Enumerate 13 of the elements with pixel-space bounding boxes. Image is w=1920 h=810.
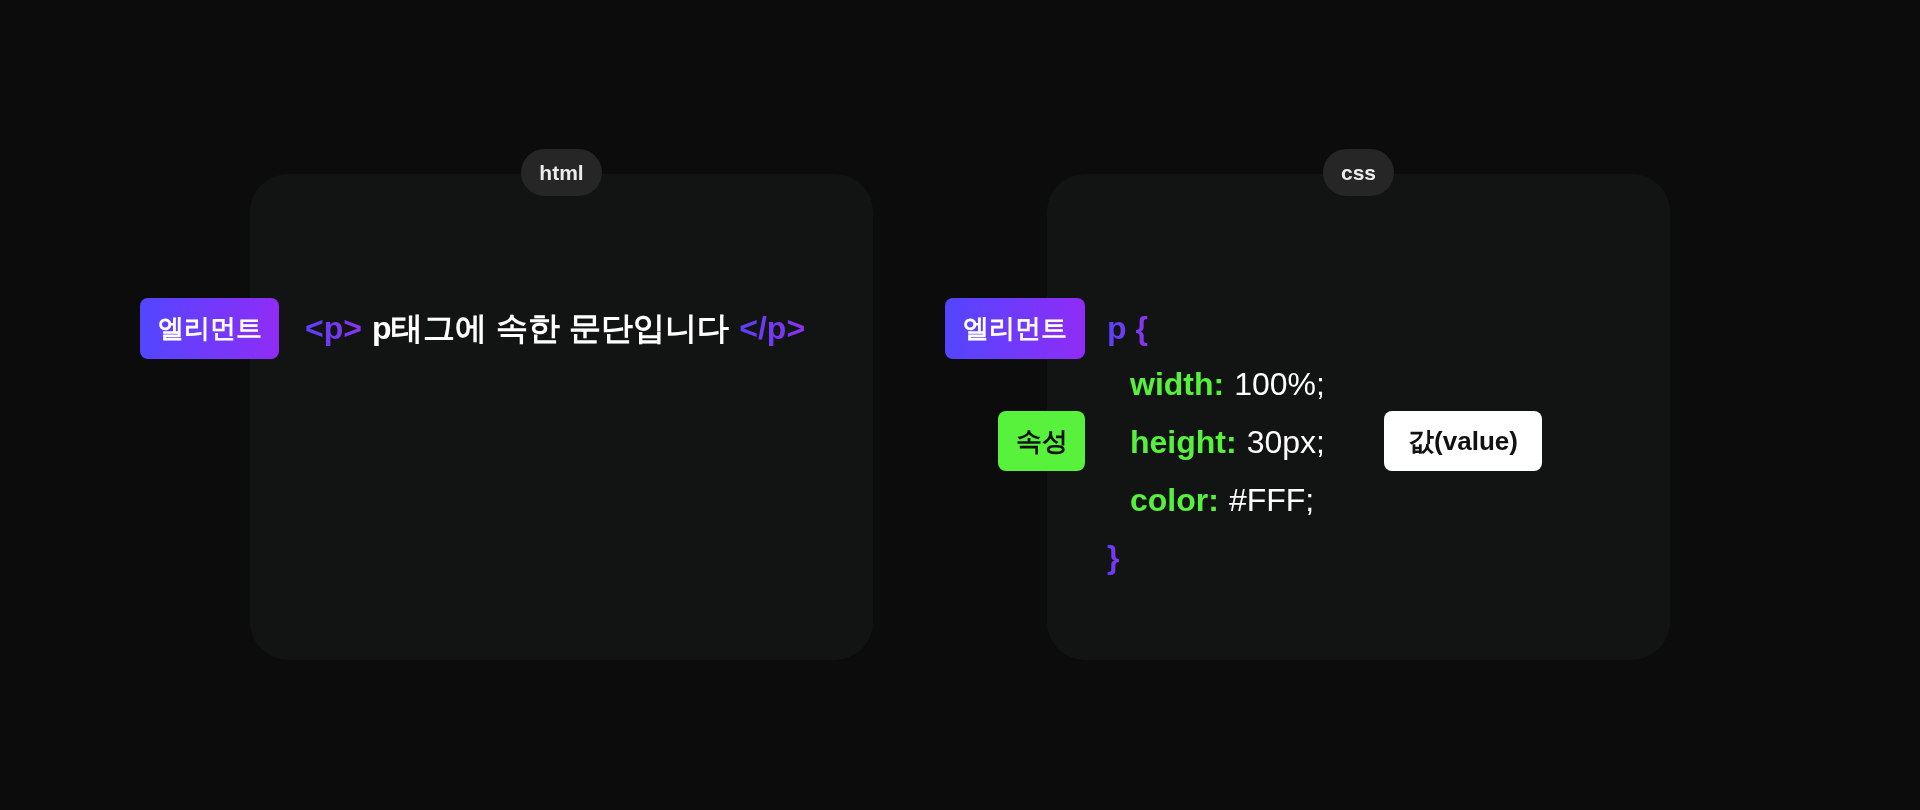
- panel-tab: html: [521, 149, 602, 196]
- code-text: #FFF;: [1228, 481, 1315, 520]
- panel-tab: css: [1322, 149, 1394, 196]
- code-text: width:: [1130, 365, 1225, 404]
- code-text: height:: [1130, 423, 1237, 462]
- code-text: p태그에 속한 문단입니다: [371, 309, 730, 348]
- code-text: 30px;: [1246, 423, 1325, 462]
- label-badge: 엘리먼트: [945, 298, 1085, 359]
- label-badge: 값(value): [1384, 411, 1542, 471]
- label-badge: 엘리먼트: [140, 298, 279, 359]
- label-badge: 속성: [998, 411, 1085, 471]
- code-text: 100%;: [1234, 365, 1325, 404]
- code-text: color:: [1130, 481, 1219, 520]
